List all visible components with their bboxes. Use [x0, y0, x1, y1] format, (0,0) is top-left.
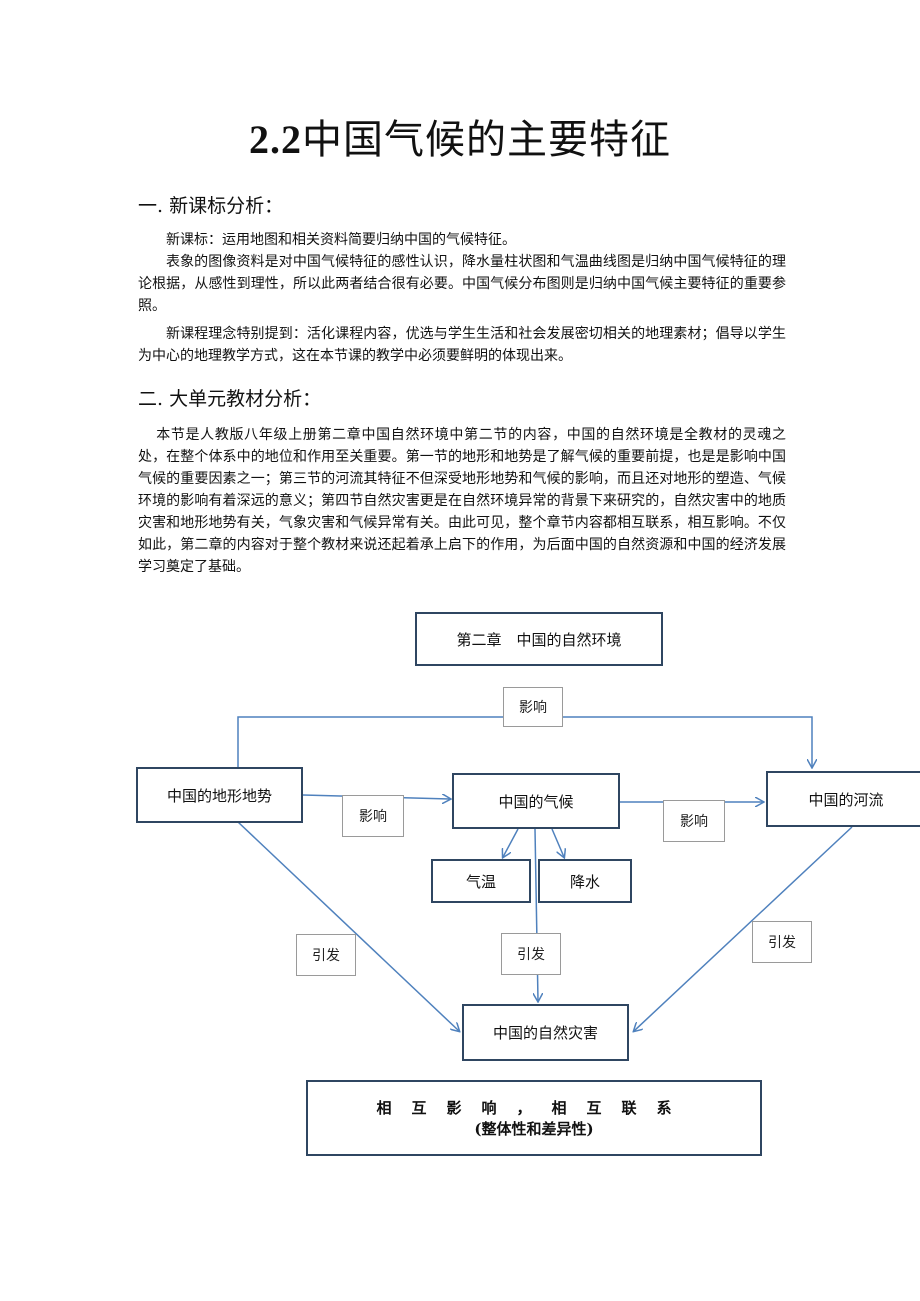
label-influence-left: 影响: [342, 795, 404, 837]
summary-line-1: 相互影响，相互联系: [376, 1099, 692, 1117]
box-chapter: 第二章 中国的自然环境: [415, 612, 663, 666]
box-temperature: 气温: [431, 859, 531, 903]
label-cause-right: 引发: [752, 921, 812, 963]
box-disasters: 中国的自然灾害: [462, 1004, 629, 1061]
box-terrain: 中国的地形地势: [136, 767, 303, 823]
label-influence-top: 影响: [503, 687, 563, 727]
title-text: 中国气候的主要特征: [302, 117, 671, 163]
summary-box: 相互影响，相互联系 (整体性和差异性): [306, 1080, 762, 1156]
section1-paragraph-2: 表象的图像资料是对中国气候特征的感性认识，降水量柱状图和气温曲线图是归纳中国气候…: [138, 254, 786, 314]
box-climate: 中国的气候: [452, 773, 620, 829]
connector-climate-to-temperature: [503, 828, 519, 857]
label-cause-left: 引发: [296, 934, 356, 976]
section1-heading: 一. 新课标分析：: [138, 195, 284, 217]
box-precipitation: 降水: [538, 859, 632, 903]
connector-climate-to-disasters: [535, 828, 538, 1001]
connector-terrain-to-disasters: [237, 821, 459, 1031]
box-rivers: 中国的河流: [766, 771, 920, 827]
concept-diagram: 第二章 中国的自然环境 中国的地形地势 中国的气候 中国的河流 气温 降水 中国…: [0, 600, 920, 1160]
section1-paragraph-3: 新课程理念特别提到：活化课程内容，优选与学生生活和社会发展密切相关的地理素材；倡…: [138, 326, 786, 364]
connector-climate-to-precipitation: [551, 828, 564, 857]
summary-line-2: (整体性和差异性): [474, 1120, 594, 1138]
connector-rivers-to-disasters: [634, 826, 853, 1031]
label-cause-mid: 引发: [501, 933, 561, 975]
section1-paragraph-1: 新课标：运用地图和相关资料简要归纳中国的气候特征。: [166, 232, 516, 248]
section2-heading: 二. 大单元教材分析：: [138, 388, 322, 410]
page-title: 2.2中国气候的主要特征: [0, 112, 920, 168]
label-influence-right: 影响: [663, 800, 725, 842]
title-number: 2.2: [249, 117, 302, 162]
section2-paragraph: 本节是人教版八年级上册第二章中国自然环境中第二节的内容，中国的自然环境是全教材的…: [138, 427, 786, 575]
